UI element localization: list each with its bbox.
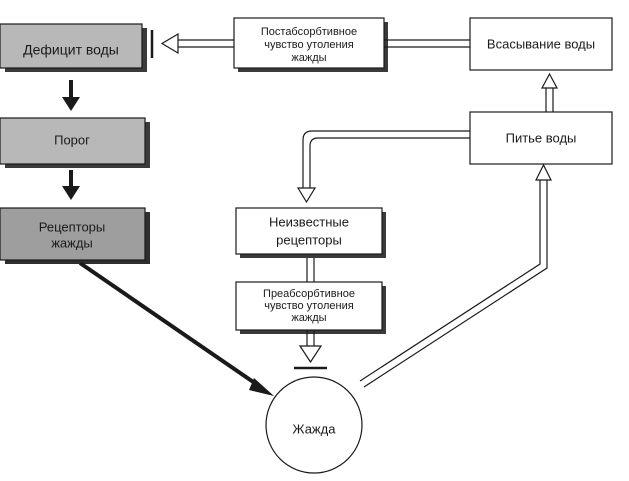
- hollow-arrow-drinking-to-unknown-receptors: [296, 130, 470, 204]
- arrow-deficit-to-threshold: [62, 80, 80, 111]
- hollow-arrow-absorption-to-deficit: [160, 32, 470, 55]
- postabsorptive-label-line3: жажды: [291, 52, 326, 64]
- water-deficit-label: Дефицит воды: [23, 42, 119, 58]
- thirst-label: Жажда: [293, 421, 337, 436]
- postabsorptive-satiety-box: Постабсорбтивное чувство утоления жажды: [233, 17, 388, 72]
- preabsorptive-label-line1: Преабсорбтивное: [263, 288, 355, 300]
- thirst-receptors-box: Рецепторы жажды: [0, 207, 150, 264]
- threshold-label: Порог: [54, 132, 90, 147]
- preabsorptive-satiety-box: Преабсорбтивное чувство утоления жажды: [235, 281, 386, 334]
- thirst-node: Жажда: [265, 376, 363, 474]
- drinking-water-label: Питье воды: [506, 130, 577, 145]
- threshold-box: Порог: [0, 117, 150, 168]
- postabsorptive-label-line2: чувство утоления: [264, 39, 353, 51]
- water-absorption-label: Всасывание воды: [487, 36, 595, 51]
- unknown-receptors-label-line1: Неизвестные: [269, 214, 349, 229]
- preabsorptive-label-line3: жажды: [291, 312, 326, 324]
- arrow-threshold-to-receptors: [62, 170, 80, 200]
- unknown-receptors-label-line2: рецепторы: [276, 232, 342, 247]
- hollow-arrow-drinking-to-absorption: [540, 72, 559, 112]
- thirst-receptors-label-line1: Рецепторы: [39, 219, 106, 234]
- thirst-receptors-label-line2: жажды: [51, 235, 93, 250]
- connector-unknown-to-preabsorptive: [306, 258, 315, 282]
- preabsorptive-label-line2: чувство утоления: [264, 300, 353, 312]
- hollow-arrow-thirst-to-drinking: [359, 163, 552, 388]
- drinking-water-box: Питье воды: [469, 111, 613, 165]
- postabsorptive-label-line1: Постабсорбтивное: [261, 26, 357, 38]
- arrow-receptors-to-thirst: [78, 261, 274, 396]
- hollow-arrow-preabsorptive-to-thirst: [298, 330, 323, 364]
- water-absorption-box: Всасывание воды: [469, 17, 613, 71]
- unknown-receptors-box: Неизвестные рецепторы: [235, 207, 386, 258]
- water-deficit-box: Дефицит воды: [0, 23, 147, 72]
